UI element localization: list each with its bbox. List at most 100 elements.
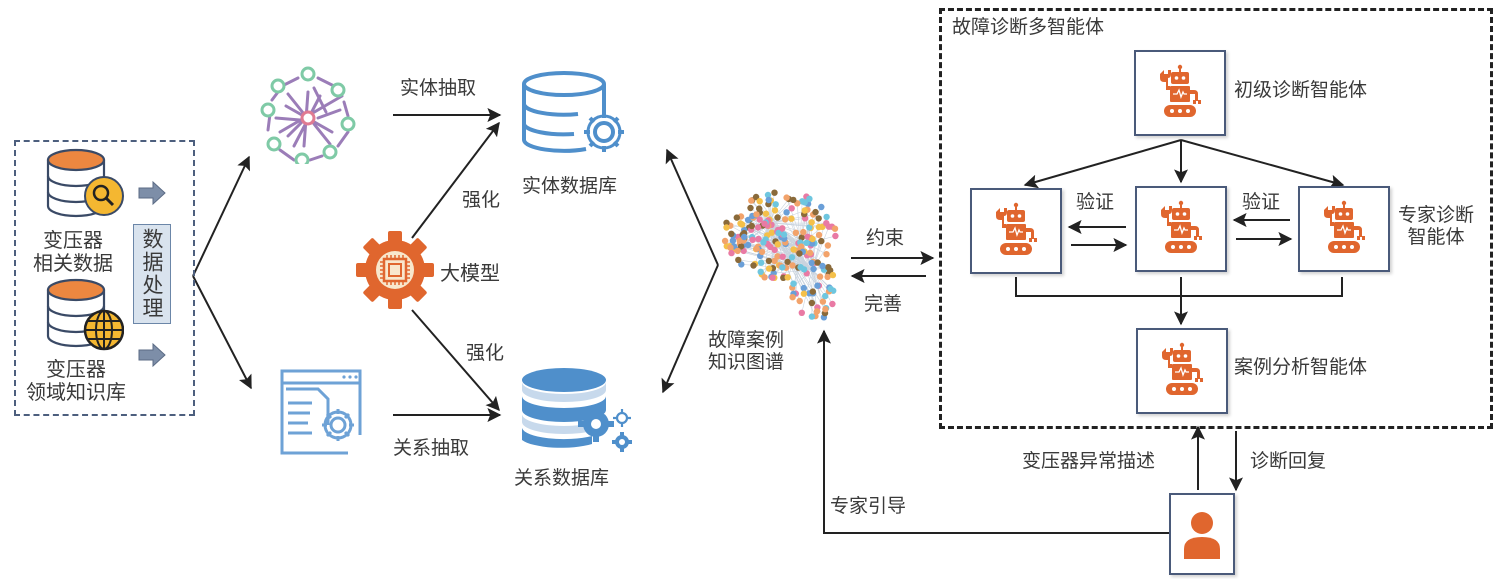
- kg-node: [818, 203, 825, 211]
- case-agent-label: 案例分析智能体: [1234, 356, 1368, 378]
- kg-node: [756, 198, 763, 205]
- kg-node: [790, 280, 797, 287]
- user-icon: [1184, 512, 1220, 559]
- arrow-kg-to-relation-db: [661, 264, 719, 394]
- kg-node: [806, 224, 813, 231]
- domain-kb-label: 变压器 领域知识库: [26, 357, 126, 404]
- merge-line: [1015, 277, 1343, 297]
- kg-node: [754, 224, 762, 231]
- kg-node: [771, 257, 778, 264]
- kg-node: [797, 264, 804, 271]
- kg-node: [783, 209, 790, 216]
- anomaly-desc-label: 变压器异常描述: [1022, 450, 1156, 472]
- kg-node: [808, 259, 815, 267]
- kg-node: [744, 241, 752, 249]
- kg-node: [809, 235, 816, 243]
- right-arrow-icon: [138, 342, 166, 368]
- kg-node: [808, 299, 816, 307]
- kg-node: [814, 259, 821, 266]
- kg-node: [757, 268, 764, 275]
- kg-node: [771, 189, 778, 196]
- arrow-source-to-entity: [192, 155, 250, 277]
- robot-icon: [1160, 64, 1201, 117]
- relation-db-label: 关系数据库: [514, 467, 610, 489]
- arrow-expert-guide: [817, 329, 1169, 534]
- kg-node: [819, 262, 826, 270]
- kg-node: [748, 197, 755, 204]
- kg-node: [808, 313, 816, 320]
- kg-node: [815, 215, 822, 222]
- kg-node: [780, 231, 788, 238]
- kg-node: [803, 239, 810, 246]
- kg-node: [823, 251, 830, 258]
- kg-node: [749, 236, 756, 243]
- expert-agent-box: [1298, 186, 1390, 272]
- kg-node: [750, 262, 757, 269]
- kg-node: [765, 257, 773, 265]
- kg-node: [760, 239, 767, 246]
- kg-node: [755, 235, 762, 243]
- kg-node: [831, 225, 839, 232]
- kg-node: [789, 294, 796, 301]
- network-graph-icon: [260, 66, 356, 164]
- kg-node: [727, 244, 734, 251]
- multi-agent-group: [939, 8, 1493, 429]
- kg-node: [815, 231, 823, 239]
- user-box: [1169, 493, 1235, 575]
- llm-label: 大模型: [440, 261, 500, 285]
- kg-node: [723, 224, 730, 231]
- primary-agent-label: 初级诊断智能体: [1234, 79, 1368, 101]
- arrow-primary-to-expert: [1180, 139, 1345, 189]
- kg-node: [800, 284, 807, 292]
- kg-node: [816, 273, 824, 280]
- kg-node: [813, 308, 821, 315]
- robot-icon: [1162, 342, 1203, 395]
- kg-node: [775, 229, 782, 237]
- enhance-top-label: 强化: [462, 189, 501, 211]
- kg-node: [736, 237, 743, 244]
- kg-node: [790, 246, 797, 253]
- kg-node: [735, 256, 742, 264]
- kg-node: [769, 274, 776, 281]
- kg-node: [761, 274, 768, 281]
- kg-node: [738, 261, 745, 268]
- robot-icon: [996, 202, 1037, 255]
- kg-node: [758, 259, 765, 266]
- kg-node: [758, 248, 766, 256]
- relation-extraction-label: 关系抽取: [393, 437, 470, 459]
- kg-node: [796, 297, 803, 305]
- database-globe-icon: [46, 278, 124, 351]
- transformer-data-label: 变压器 相关数据: [33, 228, 113, 275]
- kg-node: [734, 247, 741, 255]
- database-search-icon: [46, 148, 124, 218]
- kg-node: [832, 232, 839, 240]
- kg-node: [784, 258, 791, 266]
- expert-guide-label: 专家引导: [830, 495, 907, 517]
- kg-node: [798, 234, 805, 241]
- kg-node: [801, 207, 808, 214]
- kg-node: [729, 237, 737, 244]
- kg-node: [747, 204, 754, 212]
- kg-node: [774, 253, 781, 260]
- kg-node: [762, 210, 770, 217]
- kg-node: [789, 262, 796, 269]
- kg-label: 故障案例 知识图谱: [708, 329, 785, 373]
- kg-node: [756, 216, 763, 223]
- verify-right-label: 验证: [1242, 191, 1281, 213]
- kg-node: [774, 214, 781, 221]
- kg-node: [772, 201, 779, 208]
- kg-node: [804, 233, 811, 240]
- entity-database-icon: [522, 71, 624, 153]
- kg-node: [779, 264, 786, 271]
- kg-node: [741, 233, 748, 241]
- right-arrow-icon: [138, 180, 166, 206]
- kg-node: [810, 265, 817, 273]
- verify-left-label: 验证: [1076, 191, 1115, 213]
- kg-node: [728, 230, 735, 237]
- case-agent-box: [1136, 328, 1228, 414]
- kg-node: [798, 243, 805, 250]
- kg-node: [765, 196, 772, 204]
- expert-agent-label: 专家诊断 智能体: [1397, 204, 1474, 248]
- knowledge-graph-cluster: [721, 189, 839, 321]
